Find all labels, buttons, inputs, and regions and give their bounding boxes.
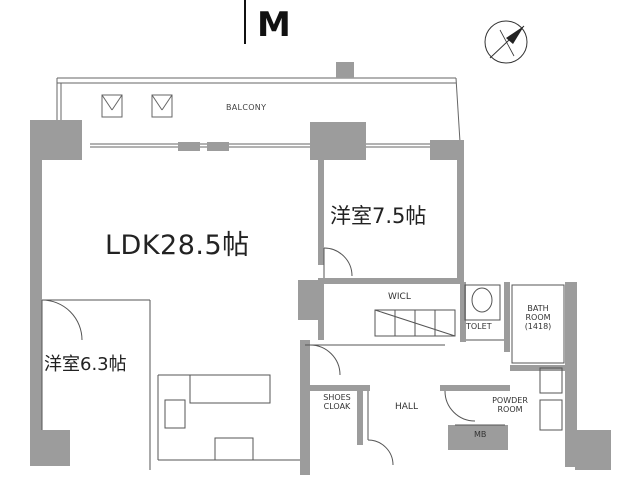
hall-label: HALL [395,402,418,412]
shoes-cloak-label-line1: SHOES [323,393,351,402]
header-divider [244,0,246,44]
western-room-2-label: 洋室6.3帖 [44,354,127,375]
powder-room-label-line2: ROOM [497,405,523,415]
toilet-label: TOLET [466,322,492,331]
shoes-cloak-label-line2: CLOAK [323,402,351,412]
bathroom-size: (1418) [524,322,552,332]
powder-room-label: POWDER ROOM [482,396,538,414]
interior-lines [41,247,565,470]
powder-room-label-line1: POWDER [492,396,528,405]
shoes-cloak-label: SHOES CLOAK [320,393,354,411]
wicl-label: WICL [388,292,411,302]
north-arrow-icon [484,20,528,64]
plan-unit-type: M [257,5,291,45]
walls [30,120,611,475]
bathroom-label-line2: ROOM [525,313,551,323]
ldk-label: LDK28.5帖 [105,230,250,261]
compass [484,20,528,64]
balcony [56,62,461,148]
bathroom-label-line1: BATH [527,304,549,313]
mb-label: MB [474,430,487,439]
western-room-1-label: 洋室7.5帖 [330,204,427,228]
balcony-label: BALCONY [226,103,267,112]
bathroom-label: BATH ROOM (1418) [516,304,560,332]
